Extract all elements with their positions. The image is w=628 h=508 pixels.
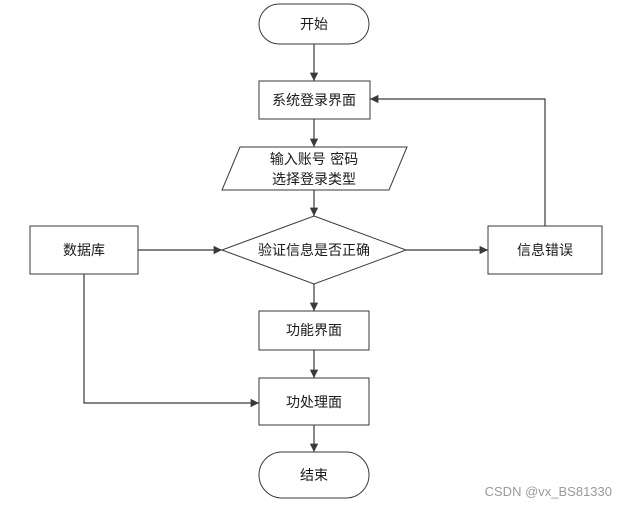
error-node: 信息错误 bbox=[487, 225, 603, 275]
verify-decision-node: 验证信息是否正确 bbox=[220, 215, 408, 285]
function-page-label: 功能界面 bbox=[286, 323, 342, 339]
database-node: 数据库 bbox=[29, 225, 139, 275]
arrow-error-to-login bbox=[370, 94, 546, 226]
function-page-node: 功能界面 bbox=[258, 310, 370, 351]
end-node: 结束 bbox=[258, 451, 370, 499]
database-label: 数据库 bbox=[63, 243, 105, 259]
watermark-text: CSDN @vx_BS81330 bbox=[485, 484, 612, 499]
end-label: 结束 bbox=[300, 468, 328, 484]
start-label: 开始 bbox=[300, 17, 328, 33]
arrow-database-to-process bbox=[83, 274, 259, 408]
process-node: 功处理面 bbox=[258, 377, 370, 426]
error-label: 信息错误 bbox=[517, 242, 573, 259]
login-page-node: 系统登录界面 bbox=[258, 80, 371, 120]
login-page-label: 系统登录界面 bbox=[272, 93, 356, 109]
verify-label: 验证信息是否正确 bbox=[258, 242, 370, 259]
connectors bbox=[83, 44, 546, 452]
start-node: 开始 bbox=[258, 3, 370, 45]
process-label: 功处理面 bbox=[286, 395, 342, 411]
input-label-line2: 选择登录类型 bbox=[272, 172, 356, 188]
input-node: 输入账号 密码 选择登录类型 bbox=[221, 146, 408, 191]
input-label-line1: 输入账号 密码 bbox=[270, 151, 358, 168]
